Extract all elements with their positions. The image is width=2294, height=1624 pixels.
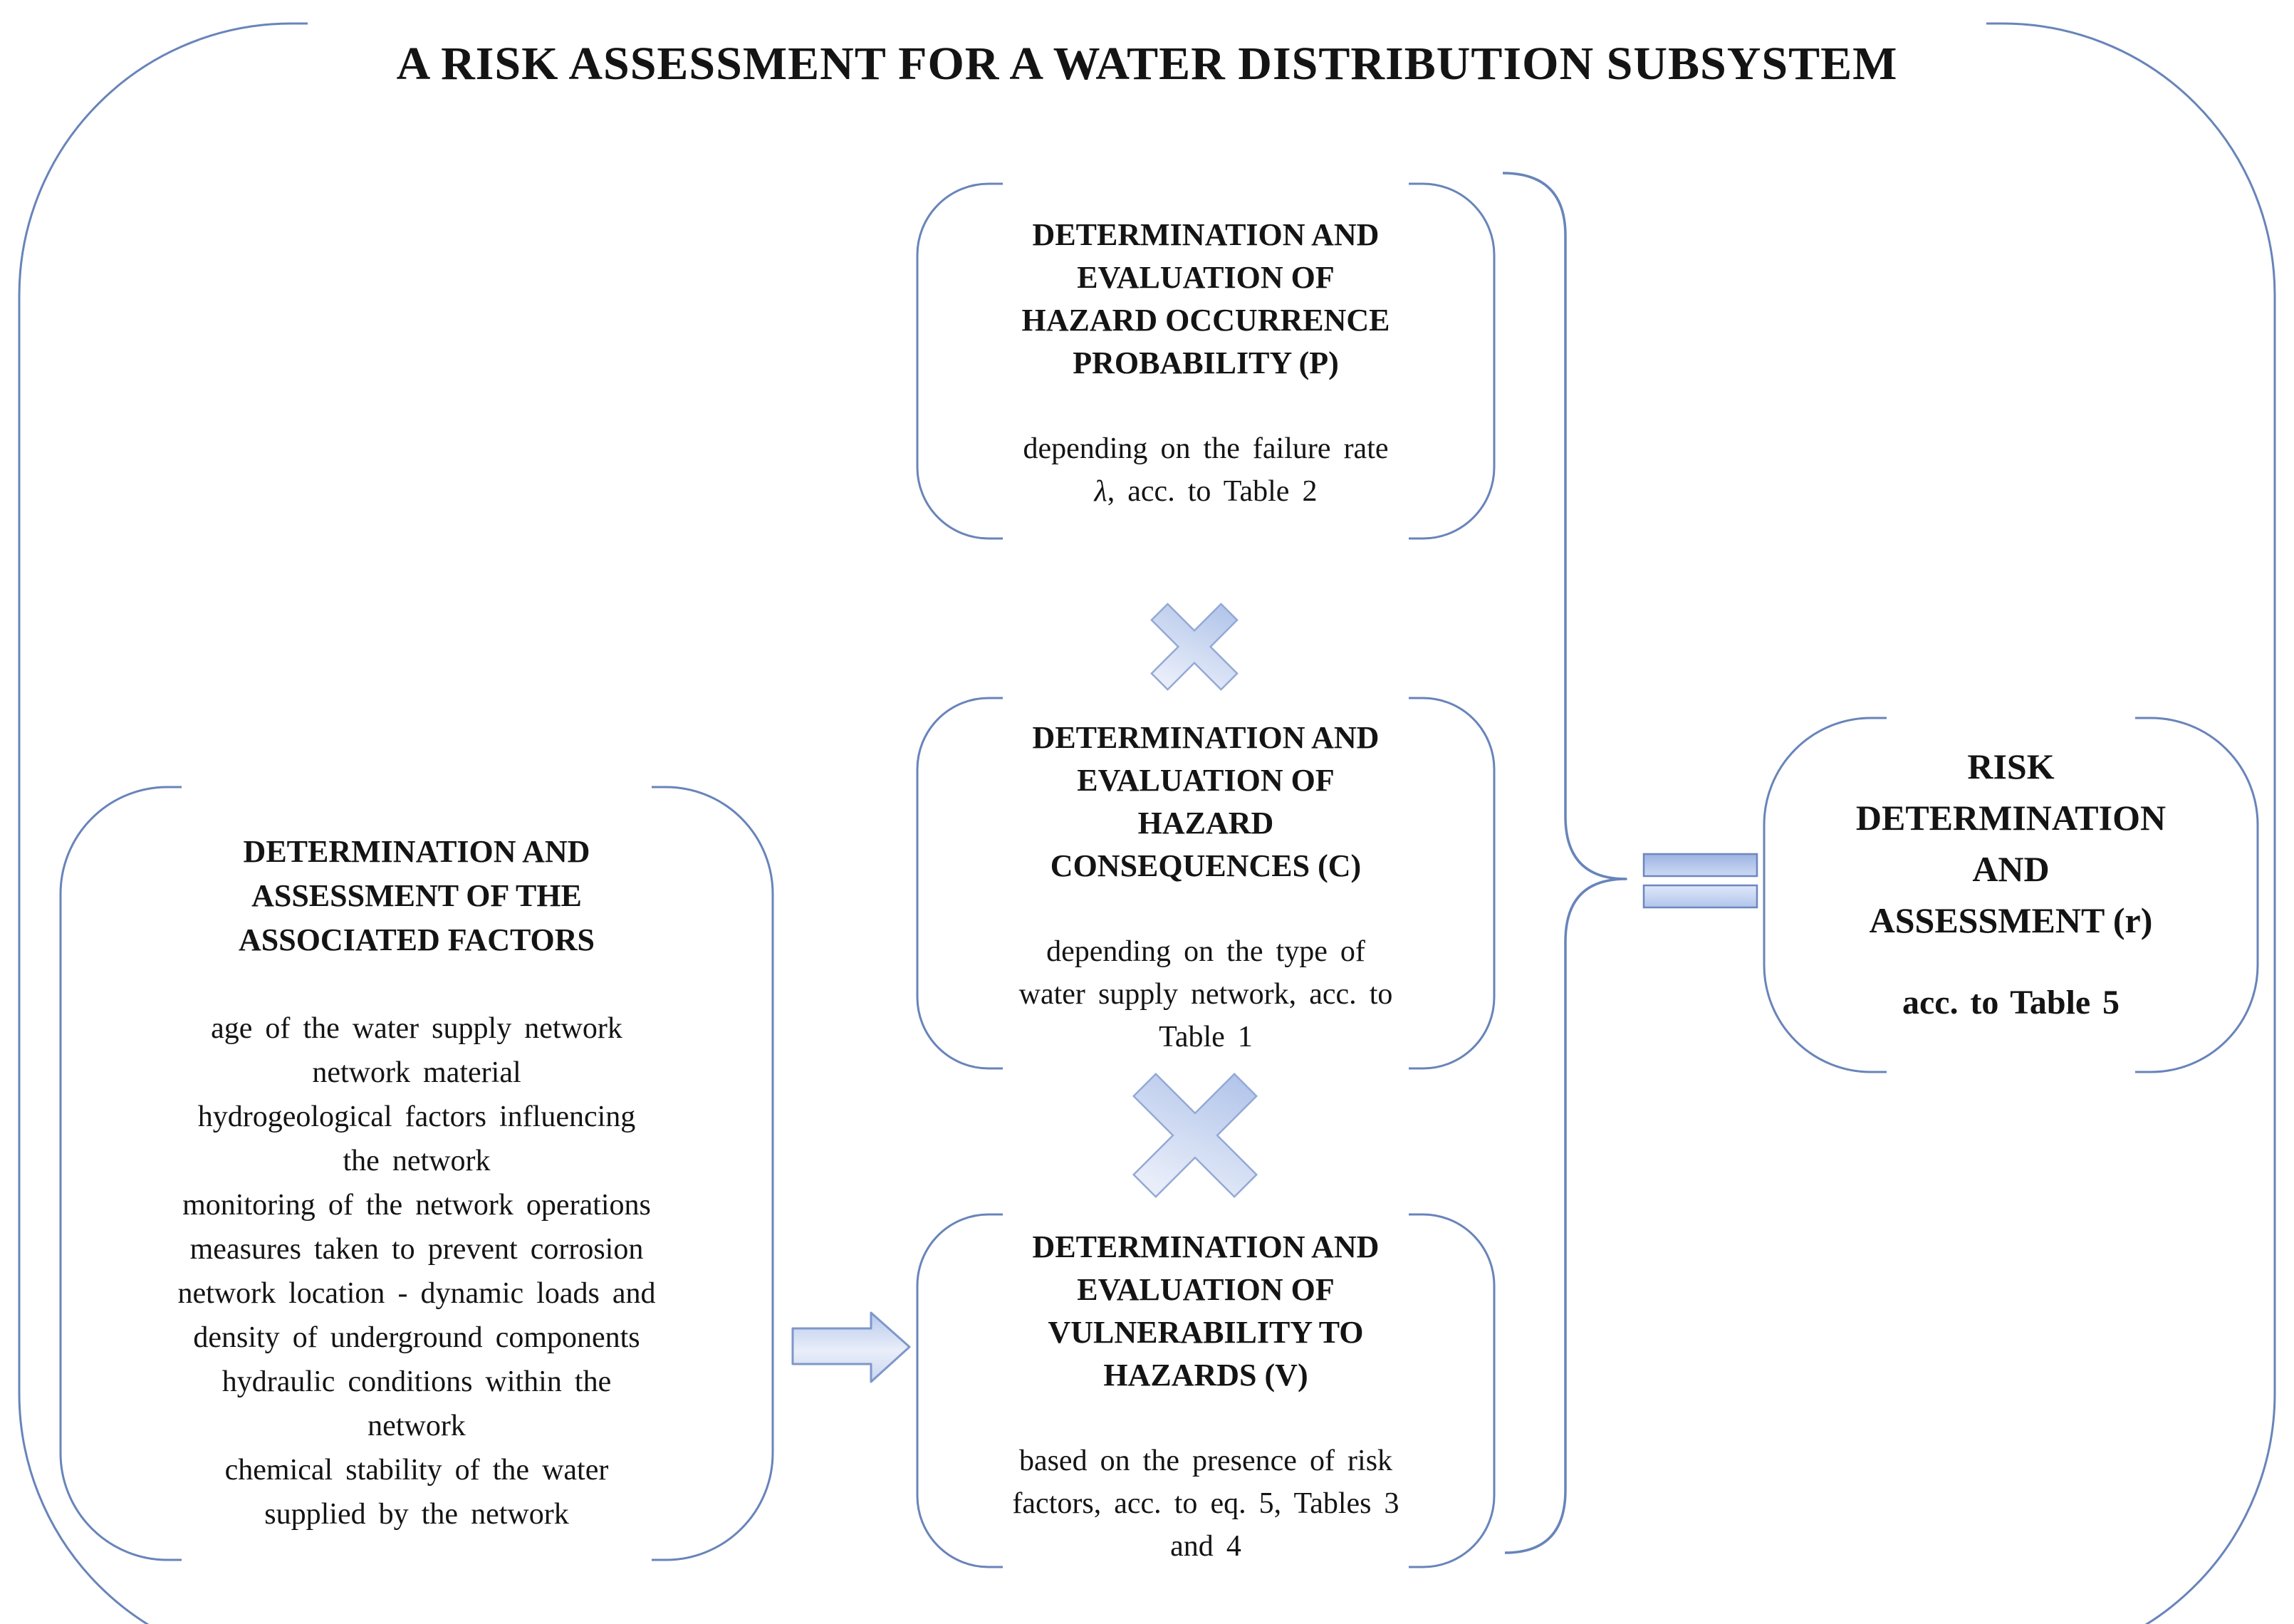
- consequences-body-line: Table 1: [1159, 1021, 1253, 1053]
- factors-list-line: supplied by the network: [264, 1498, 569, 1531]
- equals-icon: [1642, 853, 1758, 909]
- factors-list-line: chemical stability of the water: [224, 1454, 609, 1487]
- probability-body-rest: , acc. to Table 2: [1107, 475, 1318, 508]
- risk-box-right-bracket: [2135, 717, 2259, 1073]
- factors-list-line: network material: [312, 1056, 521, 1089]
- probability-box-right-bracket: [1409, 182, 1496, 540]
- vulnerability-heading-line: VULNERABILITY TO: [1048, 1315, 1364, 1350]
- factors-heading-line: DETERMINATION AND: [243, 834, 590, 869]
- factors-list-line: density of underground components: [193, 1321, 640, 1354]
- vulnerability-box: DETERMINATION AND EVALUATION OF VULNERAB…: [917, 1214, 1494, 1568]
- factors-list-line: the network: [343, 1145, 491, 1177]
- factors-list-line: age of the water supply network: [211, 1012, 622, 1045]
- consequences-heading-line: HAZARD: [1137, 806, 1274, 840]
- consequences-body-line: depending on the type of: [1046, 935, 1365, 968]
- lambda-symbol: λ: [1094, 475, 1107, 508]
- risk-heading-line: ASSESSMENT (r): [1869, 900, 2153, 940]
- vulnerability-heading-line: HAZARDS (V): [1103, 1358, 1308, 1393]
- vulnerability-body-line: factors, acc. to eq. 5, Tables 3: [1012, 1487, 1399, 1520]
- vulnerability-box-left-bracket: [916, 1213, 1003, 1568]
- probability-body-line: λ, acc. to Table 2: [917, 470, 1494, 513]
- factors-list-line: hydrogeological factors influencing: [197, 1100, 636, 1133]
- probability-heading-line: EVALUATION OF: [1077, 260, 1335, 295]
- factors-list-line: monitoring of the network operations: [182, 1189, 651, 1222]
- consequences-box-left-bracket: [916, 697, 1003, 1070]
- factors-box-left-bracket: [59, 786, 182, 1561]
- probability-heading-line: HAZARD OCCURRENCE: [1021, 303, 1390, 338]
- risk-box-left-bracket: [1763, 717, 1887, 1073]
- spacer: [61, 962, 773, 1006]
- factors-list-line: network: [367, 1410, 466, 1442]
- risk-box: RISK DETERMINATION AND ASSESSMENT (r) ac…: [1764, 718, 2258, 1029]
- page-title: A RISK ASSESSMENT FOR A WATER DISTRIBUTI…: [396, 38, 1898, 90]
- consequences-box: DETERMINATION AND EVALUATION OF HAZARD C…: [917, 698, 1494, 1058]
- outer-frame-left-bracket: [18, 22, 308, 1624]
- vulnerability-body-line: based on the presence of risk: [1018, 1445, 1393, 1477]
- consequences-body-line: water supply network, acc. to: [1018, 978, 1393, 1011]
- risk-heading-line: AND: [1972, 849, 2050, 889]
- risk-heading-line: DETERMINATION: [1855, 798, 2167, 838]
- factors-list-line: measures taken to prevent corrosion: [189, 1233, 644, 1266]
- multiply-icon: [1150, 603, 1239, 691]
- probability-heading-line: DETERMINATION AND: [1032, 217, 1380, 252]
- arrow-right-icon: [791, 1311, 911, 1383]
- factors-heading-line: ASSESSMENT OF THE: [251, 878, 582, 913]
- consequences-heading-line: EVALUATION OF: [1077, 763, 1335, 798]
- vulnerability-box-right-bracket: [1409, 1213, 1496, 1568]
- probability-box: DETERMINATION AND EVALUATION OF HAZARD O…: [917, 184, 1494, 513]
- spacer: [917, 385, 1494, 427]
- consequences-box-right-bracket: [1409, 697, 1496, 1070]
- group-brace-right-icon: [1502, 172, 1627, 1554]
- factors-box: DETERMINATION AND ASSESSMENT OF THE ASSO…: [61, 787, 773, 1536]
- probability-body-line: depending on the failure rate: [1023, 432, 1389, 465]
- probability-box-left-bracket: [916, 182, 1003, 540]
- risk-body: acc. to Table 5: [1902, 984, 2120, 1021]
- probability-heading-line: PROBABILITY (P): [1073, 345, 1339, 380]
- vulnerability-body-line: and 4: [1170, 1530, 1241, 1563]
- spacer: [917, 1397, 1494, 1440]
- factors-heading-line: ASSOCIATED FACTORS: [238, 922, 595, 957]
- factors-box-right-bracket: [652, 786, 774, 1561]
- vulnerability-heading-line: DETERMINATION AND: [1032, 1229, 1380, 1264]
- factors-list-line: network location - dynamic loads and: [177, 1277, 656, 1310]
- multiply-icon: [1132, 1072, 1258, 1199]
- vulnerability-heading-line: EVALUATION OF: [1077, 1272, 1335, 1307]
- spacer: [917, 888, 1494, 930]
- outer-frame-right-bracket: [1986, 22, 2276, 1624]
- consequences-heading-line: DETERMINATION AND: [1032, 720, 1380, 755]
- consequences-heading-line: CONSEQUENCES (C): [1050, 848, 1362, 883]
- risk-heading-line: RISK: [1967, 746, 2055, 786]
- factors-list-line: hydraulic conditions within the: [221, 1365, 612, 1398]
